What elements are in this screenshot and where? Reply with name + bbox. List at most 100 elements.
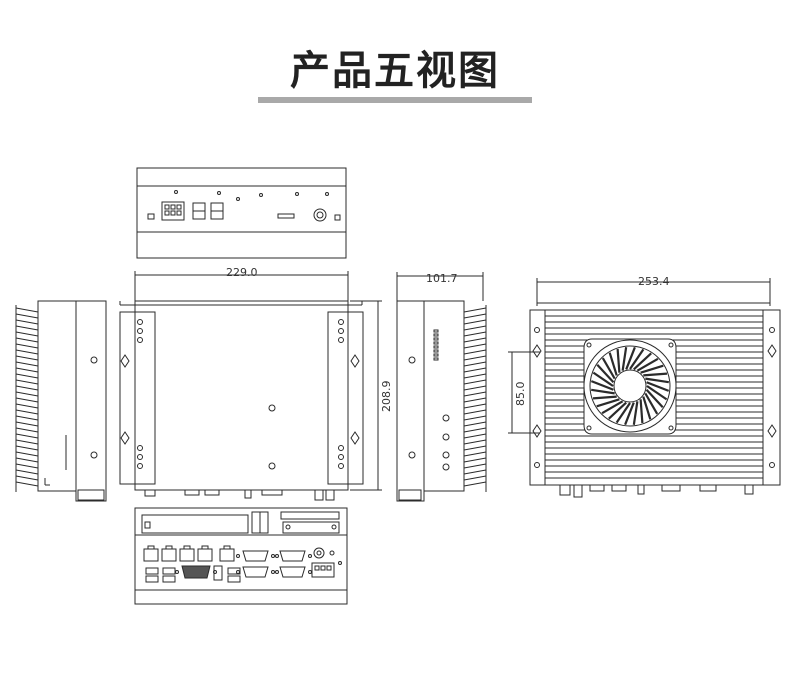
- fin-line: [463, 397, 487, 403]
- fin-line: [15, 427, 39, 433]
- fin-line: [15, 319, 39, 325]
- fan-blade: [590, 380, 614, 391]
- fin-line: [15, 433, 39, 439]
- fin-line: [15, 451, 39, 457]
- fin-line: [15, 421, 39, 427]
- fin-line: [463, 379, 487, 385]
- fan-blade: [646, 381, 670, 392]
- pin: [433, 353, 439, 357]
- fin-line: [463, 313, 487, 319]
- fan-blade: [642, 396, 652, 420]
- fin-line: [15, 385, 39, 391]
- lan-port: [161, 548, 177, 562]
- pin: [433, 349, 439, 353]
- fin-line: [463, 439, 487, 445]
- fan-blade: [640, 364, 664, 374]
- fin-line: [15, 367, 39, 373]
- fan-blade: [639, 399, 644, 424]
- fin-line: [15, 343, 39, 349]
- fan-blade: [632, 401, 639, 425]
- dim-front-width: 229.0: [226, 266, 258, 279]
- fin-line: [463, 331, 487, 337]
- fin-line: [463, 469, 487, 475]
- fin-line: [463, 355, 487, 361]
- fan-blade: [608, 352, 618, 376]
- fin-line: [463, 325, 487, 331]
- fin-line: [15, 307, 39, 313]
- lan-port-tab: [201, 545, 209, 550]
- pin: [433, 337, 439, 341]
- fin-line: [15, 397, 39, 403]
- fan-blade: [636, 357, 659, 372]
- dim-fan-offset: 85.0: [514, 382, 527, 407]
- lan-port-tab: [183, 545, 191, 550]
- fin-line: [463, 391, 487, 397]
- pin: [433, 333, 439, 337]
- fin-line: [463, 433, 487, 439]
- fan-blade: [646, 385, 668, 401]
- fin-line: [463, 475, 487, 481]
- fin-line: [463, 457, 487, 463]
- fin-line: [15, 331, 39, 337]
- top-io-view: [136, 167, 347, 259]
- fin-line: [15, 415, 39, 421]
- pin: [433, 341, 439, 345]
- fin-line: [463, 367, 487, 373]
- fin-line: [15, 337, 39, 343]
- fin-line: [463, 337, 487, 343]
- fin-line: [15, 409, 39, 415]
- front-view: 229.0 208.9: [119, 266, 393, 501]
- dim-side-depth: 101.7: [426, 272, 458, 285]
- fan-blade: [643, 372, 668, 377]
- dim-top-width: 253.4: [638, 275, 670, 288]
- fin-line: [15, 481, 39, 487]
- fin-line: [463, 481, 487, 487]
- lan-port-tab: [147, 545, 155, 550]
- fan-blade: [645, 389, 664, 408]
- fin-line: [15, 403, 39, 409]
- fan-blade: [596, 364, 615, 383]
- heatsink-top-view: 253.4 85.0: [508, 275, 781, 498]
- pin: [433, 345, 439, 349]
- fin-line: [463, 403, 487, 409]
- fin-line: [463, 451, 487, 457]
- fin-line: [15, 379, 39, 385]
- rear-io-view: [134, 507, 348, 605]
- fin-line: [15, 391, 39, 397]
- lan-port: [219, 548, 235, 562]
- fin-line: [15, 355, 39, 361]
- fan-blade: [629, 348, 645, 370]
- fin-line: [463, 463, 487, 469]
- fan-blade: [592, 371, 614, 387]
- fin-line: [463, 427, 487, 433]
- fin-line: [15, 361, 39, 367]
- title-underline: [258, 97, 532, 103]
- fin-line: [15, 469, 39, 475]
- fin-line: [463, 373, 487, 379]
- fin-line: [15, 325, 39, 331]
- fin-line: [15, 457, 39, 463]
- dim-front-height: 208.9: [380, 381, 393, 413]
- fin-line: [463, 421, 487, 427]
- lan-port-tab: [223, 545, 231, 550]
- pin: [433, 329, 439, 333]
- fan-blade: [591, 388, 615, 395]
- fin-line: [463, 409, 487, 415]
- fin-line: [463, 319, 487, 325]
- fin-line: [463, 361, 487, 367]
- fin-line: [15, 475, 39, 481]
- fin-line: [15, 439, 39, 445]
- pin: [433, 357, 439, 361]
- fan-blade: [608, 401, 627, 420]
- fan-blade: [644, 392, 659, 415]
- lan-port: [143, 548, 159, 562]
- fin-line: [463, 415, 487, 421]
- fan-blade: [601, 357, 616, 380]
- fan-blade: [645, 377, 669, 384]
- fin-line: [15, 463, 39, 469]
- fan-blade: [621, 347, 628, 371]
- fan-blade: [592, 395, 617, 400]
- left-side-view: [15, 300, 107, 502]
- lan-port-tab: [165, 545, 173, 550]
